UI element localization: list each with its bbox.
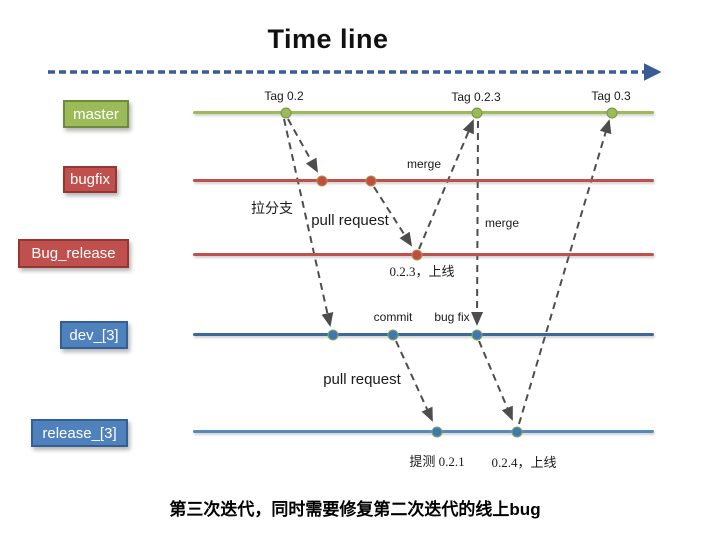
commit-dot-bugfix-1 [316,175,328,187]
commit-dot-dev-bugfix [471,329,483,341]
commit-dot-release-1 [431,426,443,438]
tag-label-0-2-3: Tag 0.2.3 [451,90,501,104]
annotation-merge-lower: merge [484,216,520,230]
arrow-devfix-to-release [478,340,513,421]
annotation-release-online: 0.2.4，上线 [491,455,557,470]
annotation-commit: commit [373,310,413,324]
annotation-merge-upper: merge [406,157,442,171]
annotation-pull-request-lower: pull request [323,371,401,388]
branch-label-release: release_[3] [31,419,128,447]
commit-dot-dev-2 [387,329,399,341]
dev-branch-line [193,333,654,336]
annotation-bug-release-online: 0.2.3，上线 [389,264,455,279]
arrow-dev-to-release [395,340,433,422]
arrow-bugrelease-merge-to-master [418,119,474,250]
commit-dot-dev-1 [327,329,339,341]
slide-caption: 第三次迭代，同时需要修复第二次迭代的线上bug [169,500,541,519]
commit-dot-master-tag03 [606,107,618,119]
arrow-master-to-bugfix [287,118,318,173]
branch-label-bugfix: bugfix [63,166,117,193]
branch-label-dev: dev_[3] [60,321,128,349]
bug-release-branch-line [193,253,654,256]
tag-label-0-3: Tag 0.3 [591,89,631,103]
page-title: Time line [267,24,389,54]
annotation-pull-branch: 拉分支 [251,202,293,217]
bugfix-branch-line [193,179,654,182]
commit-dot-bug-release [411,249,423,261]
commit-dot-master-tag02 [280,107,292,119]
commit-dot-release-2 [511,426,523,438]
branch-label-bug-release: Bug_release [18,239,129,268]
arrow-master-merge-to-dev [471,120,484,326]
annotation-pull-request-upper: pull request [311,212,389,229]
tag-label-0-2: Tag 0.2 [264,89,304,103]
arrow-release-to-master [518,119,612,425]
annotation-test-submit: 提测 0.2.1 [409,454,465,469]
commit-dot-master-tag023 [471,107,483,119]
branch-label-master: master [63,100,129,128]
annotation-bug-fix: bug fix [434,310,470,324]
release-branch-line [193,430,654,433]
commit-dot-bugfix-2 [365,175,377,187]
master-branch-line [193,111,654,114]
